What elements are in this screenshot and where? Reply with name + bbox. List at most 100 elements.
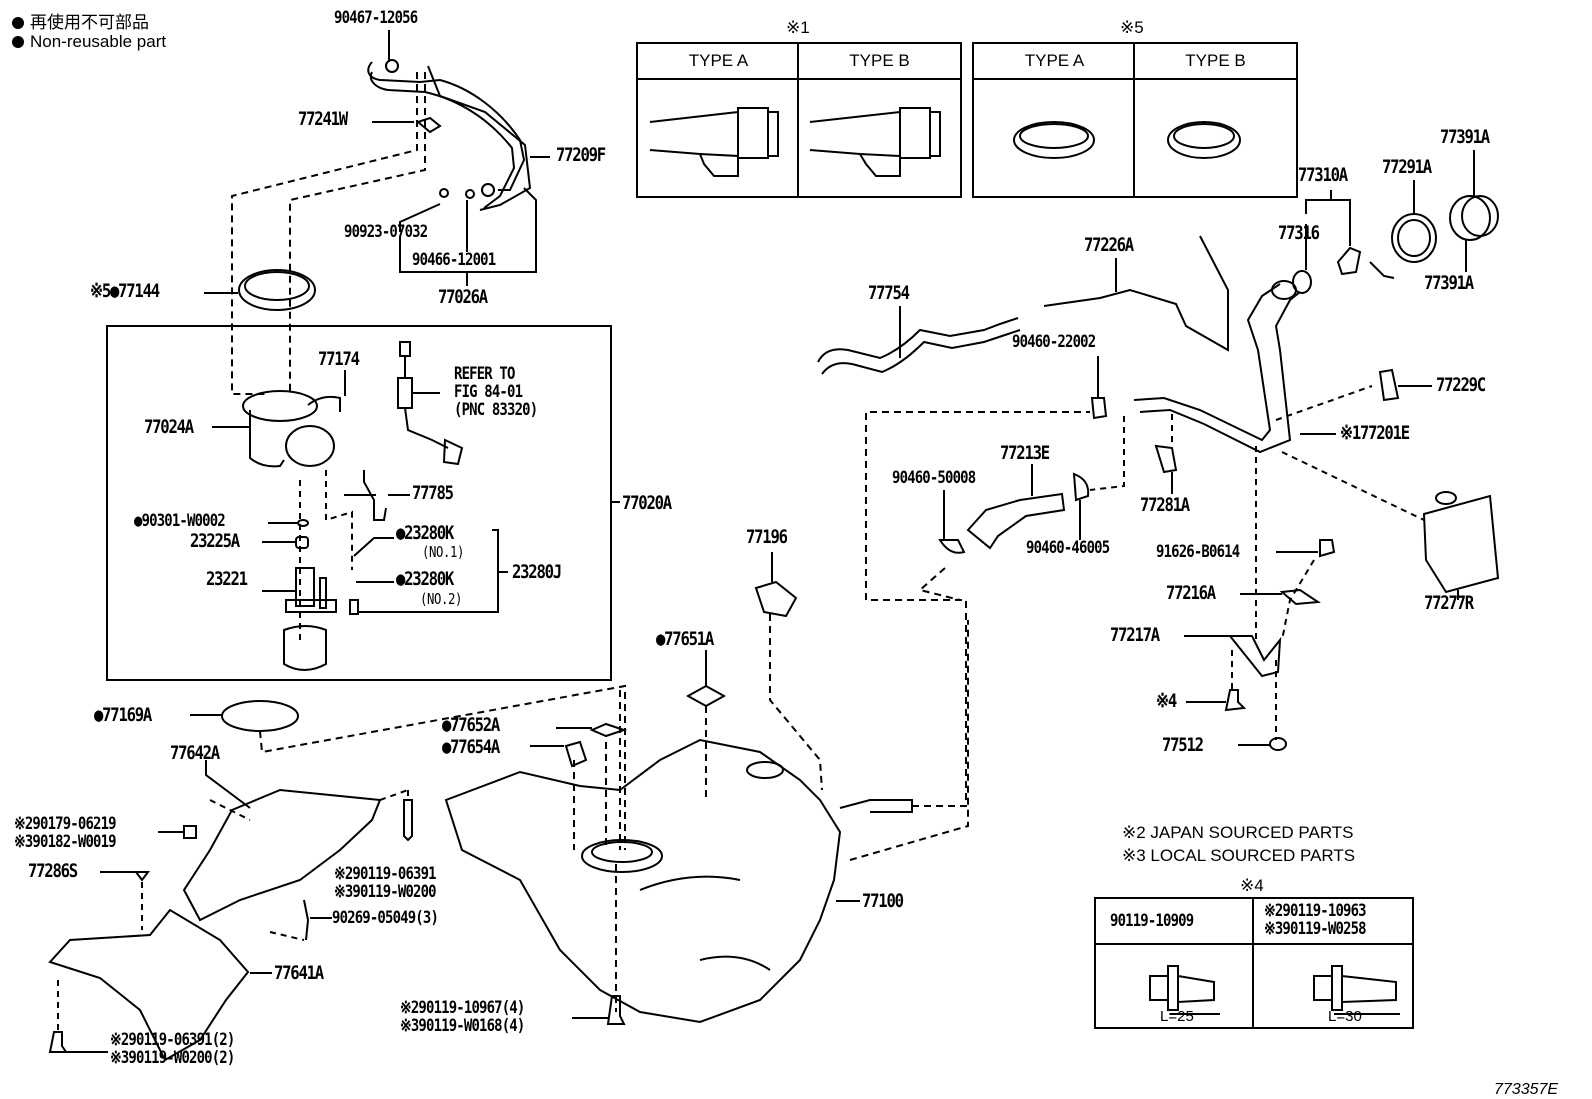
part-label-77641a[interactable]: 77641A bbox=[274, 962, 324, 984]
part-label-90119-w0168[interactable]: ※390119-W0168(4) bbox=[400, 1016, 525, 1036]
filler-pipe-77201e-drawing bbox=[1133, 280, 1301, 454]
part-label-77754[interactable]: 77754 bbox=[868, 282, 910, 304]
tube-77226a-drawing bbox=[1043, 235, 1229, 352]
part-label-90301-w0002[interactable]: ●90301-W0002 bbox=[134, 511, 226, 531]
part-label-77024a[interactable]: 77024A bbox=[144, 416, 194, 438]
part-label-77391a-bottom[interactable]: 77391A bbox=[1424, 272, 1474, 294]
part-label-90119-06391-b[interactable]: ※290119-06391(2) bbox=[110, 1030, 235, 1050]
fuel-pump-23221-drawing bbox=[262, 567, 337, 613]
fuel-pump-module-drawing bbox=[212, 390, 335, 468]
part-label-77241w[interactable]: 77241W bbox=[298, 108, 348, 130]
part-label-90460-22002[interactable]: 90460-22002 bbox=[1012, 332, 1096, 352]
table4-col-a-part: 90119-10909 bbox=[1110, 911, 1194, 931]
part-label-23225a[interactable]: 23225A bbox=[190, 530, 240, 552]
part-label-77642a[interactable]: 77642A bbox=[170, 742, 220, 764]
bracket-77217a-drawing bbox=[1227, 635, 1282, 678]
part-label-77277r[interactable]: 77277R bbox=[1424, 592, 1474, 614]
hose-77213e-drawing bbox=[966, 492, 1066, 550]
lock-ring-77144-drawing bbox=[204, 269, 316, 311]
table4: 90119-10909 ※290119-10963 ※390119-W0258 … bbox=[1094, 897, 1414, 1029]
part-label-90923-07032[interactable]: 90923-07032 bbox=[344, 222, 428, 242]
part-label-77291a[interactable]: 77291A bbox=[1382, 156, 1432, 178]
part-label-77226a[interactable]: 77226A bbox=[1084, 234, 1134, 256]
part-label-77020a[interactable]: 77020A bbox=[622, 492, 672, 514]
part-label-77216a[interactable]: 77216A bbox=[1166, 582, 1216, 604]
part-label-note4-bolt[interactable]: ※4 bbox=[1156, 690, 1177, 712]
part-label-23280j[interactable]: 23280J bbox=[512, 561, 562, 583]
table1-type-b-drawing bbox=[809, 107, 941, 177]
part-label-77652a[interactable]: ●77652A bbox=[442, 714, 500, 736]
part-label-77654a[interactable]: ●77654A bbox=[442, 736, 500, 758]
clip-90466-drawing bbox=[465, 189, 475, 199]
part-label-90460-50008[interactable]: 90460-50008 bbox=[892, 468, 976, 488]
bolt-note4-drawing bbox=[1224, 689, 1247, 712]
part-label-90119-w0200-a[interactable]: ※390119-W0200 bbox=[334, 882, 437, 902]
pad-77651a-drawing bbox=[685, 684, 727, 708]
o-ring-90301-drawing bbox=[297, 519, 309, 527]
part-label-77281a[interactable]: 77281A bbox=[1140, 494, 1190, 516]
table5-type-a-ring-drawing bbox=[1013, 121, 1095, 159]
bracket-77216a-drawing bbox=[1279, 588, 1321, 606]
hose-77754-drawing bbox=[817, 317, 1019, 363]
part-label-77209f[interactable]: 77209F bbox=[556, 144, 606, 166]
note-local-sourced: ※3 LOCAL SOURCED PARTS bbox=[1122, 846, 1356, 865]
table4-divider bbox=[1252, 899, 1254, 1027]
part-label-77026a[interactable]: 77026A bbox=[438, 286, 488, 308]
part-label-90179-06219[interactable]: ※290179-06219 bbox=[14, 814, 117, 834]
part-label-90119-06391-a[interactable]: ※290119-06391 bbox=[334, 864, 437, 884]
part-label-23280k-no1-sub: (NO.1) bbox=[422, 543, 464, 561]
refer-to-line3[interactable]: (PNC 83320) bbox=[454, 400, 538, 420]
part-label-77286s[interactable]: 77286S bbox=[28, 860, 78, 882]
part-label-77316[interactable]: 77316 bbox=[1278, 222, 1320, 244]
part-label-77217a[interactable]: 77217A bbox=[1110, 624, 1160, 646]
grommet-77512-drawing bbox=[1269, 737, 1287, 751]
table4-col-a-length: L=25 bbox=[1160, 1008, 1194, 1025]
note-japan-sourced: ※2 JAPAN SOURCED PARTS bbox=[1122, 823, 1354, 842]
part-label-23280k-no1[interactable]: ●23280K bbox=[396, 522, 454, 544]
part-label-90119-w0200-b[interactable]: ※390119-W0200(2) bbox=[110, 1048, 235, 1068]
bolt-tank-drawing bbox=[606, 995, 626, 1025]
part-label-77169a[interactable]: ●77169A bbox=[94, 704, 152, 726]
ring-77391a-drawing bbox=[1449, 195, 1491, 241]
part-label-77144[interactable]: ※5●77144 bbox=[90, 280, 160, 302]
part-label-90119-10967[interactable]: ※290119-10967(4) bbox=[400, 998, 525, 1018]
part-label-90460-46005[interactable]: 90460-46005 bbox=[1026, 538, 1110, 558]
table5-col-a: TYPE A bbox=[974, 44, 1135, 80]
nut-90179-drawing bbox=[183, 825, 197, 839]
retainer-77654a-drawing bbox=[564, 740, 588, 768]
part-label-77651a[interactable]: ●77651A bbox=[656, 628, 714, 650]
part-label-77310a[interactable]: 77310A bbox=[1298, 164, 1348, 186]
part-label-90269-05049[interactable]: 90269-05049(3) bbox=[332, 908, 439, 928]
part-label-77196[interactable]: 77196 bbox=[746, 526, 788, 548]
part-label-23280k-no2[interactable]: ●23280K bbox=[396, 568, 454, 590]
part-label-90467-12056[interactable]: 90467-12056 bbox=[334, 8, 418, 28]
gasket-77169a-drawing bbox=[221, 700, 299, 732]
part-label-77785[interactable]: 77785 bbox=[412, 482, 454, 504]
pin-90269-drawing bbox=[303, 899, 310, 941]
filter-23225a-drawing bbox=[295, 536, 309, 549]
part-label-90466-12001[interactable]: 90466-12001 bbox=[412, 250, 496, 270]
part-label-77100[interactable]: 77100 bbox=[862, 890, 904, 912]
part-label-90182-w0019[interactable]: ※390182-W0019 bbox=[14, 832, 117, 852]
part-label-77213e[interactable]: 77213E bbox=[1000, 442, 1050, 464]
part-label-77174[interactable]: 77174 bbox=[318, 348, 360, 370]
table5: TYPE A TYPE B bbox=[972, 42, 1298, 198]
part-label-77512[interactable]: 77512 bbox=[1162, 734, 1204, 756]
legend-jp-text: 再使用不可部品 bbox=[30, 13, 149, 32]
table1-col-b: TYPE B bbox=[799, 44, 960, 80]
fuel-pump-assembly-box bbox=[106, 325, 612, 681]
sender-wiring-drawing bbox=[397, 341, 464, 466]
fuel-filter-drawing bbox=[283, 625, 327, 671]
refer-to-line1[interactable]: REFER TO bbox=[454, 364, 515, 384]
table1-type-a-drawing bbox=[649, 107, 779, 177]
part-label-23221[interactable]: 23221 bbox=[206, 568, 248, 590]
part-label-77229c[interactable]: 77229C bbox=[1436, 374, 1486, 396]
part-label-91626-b0614[interactable]: 91626-B0614 bbox=[1156, 542, 1240, 562]
part-label-77391a-top[interactable]: 77391A bbox=[1440, 126, 1490, 148]
table1-divider bbox=[797, 44, 799, 196]
non-reusable-dot-icon bbox=[12, 36, 24, 48]
refer-to-line2[interactable]: FIG 84-01 bbox=[454, 382, 523, 402]
clamp-77196-drawing bbox=[754, 580, 798, 618]
part-label-77201e[interactable]: ※177201E bbox=[1340, 422, 1410, 444]
